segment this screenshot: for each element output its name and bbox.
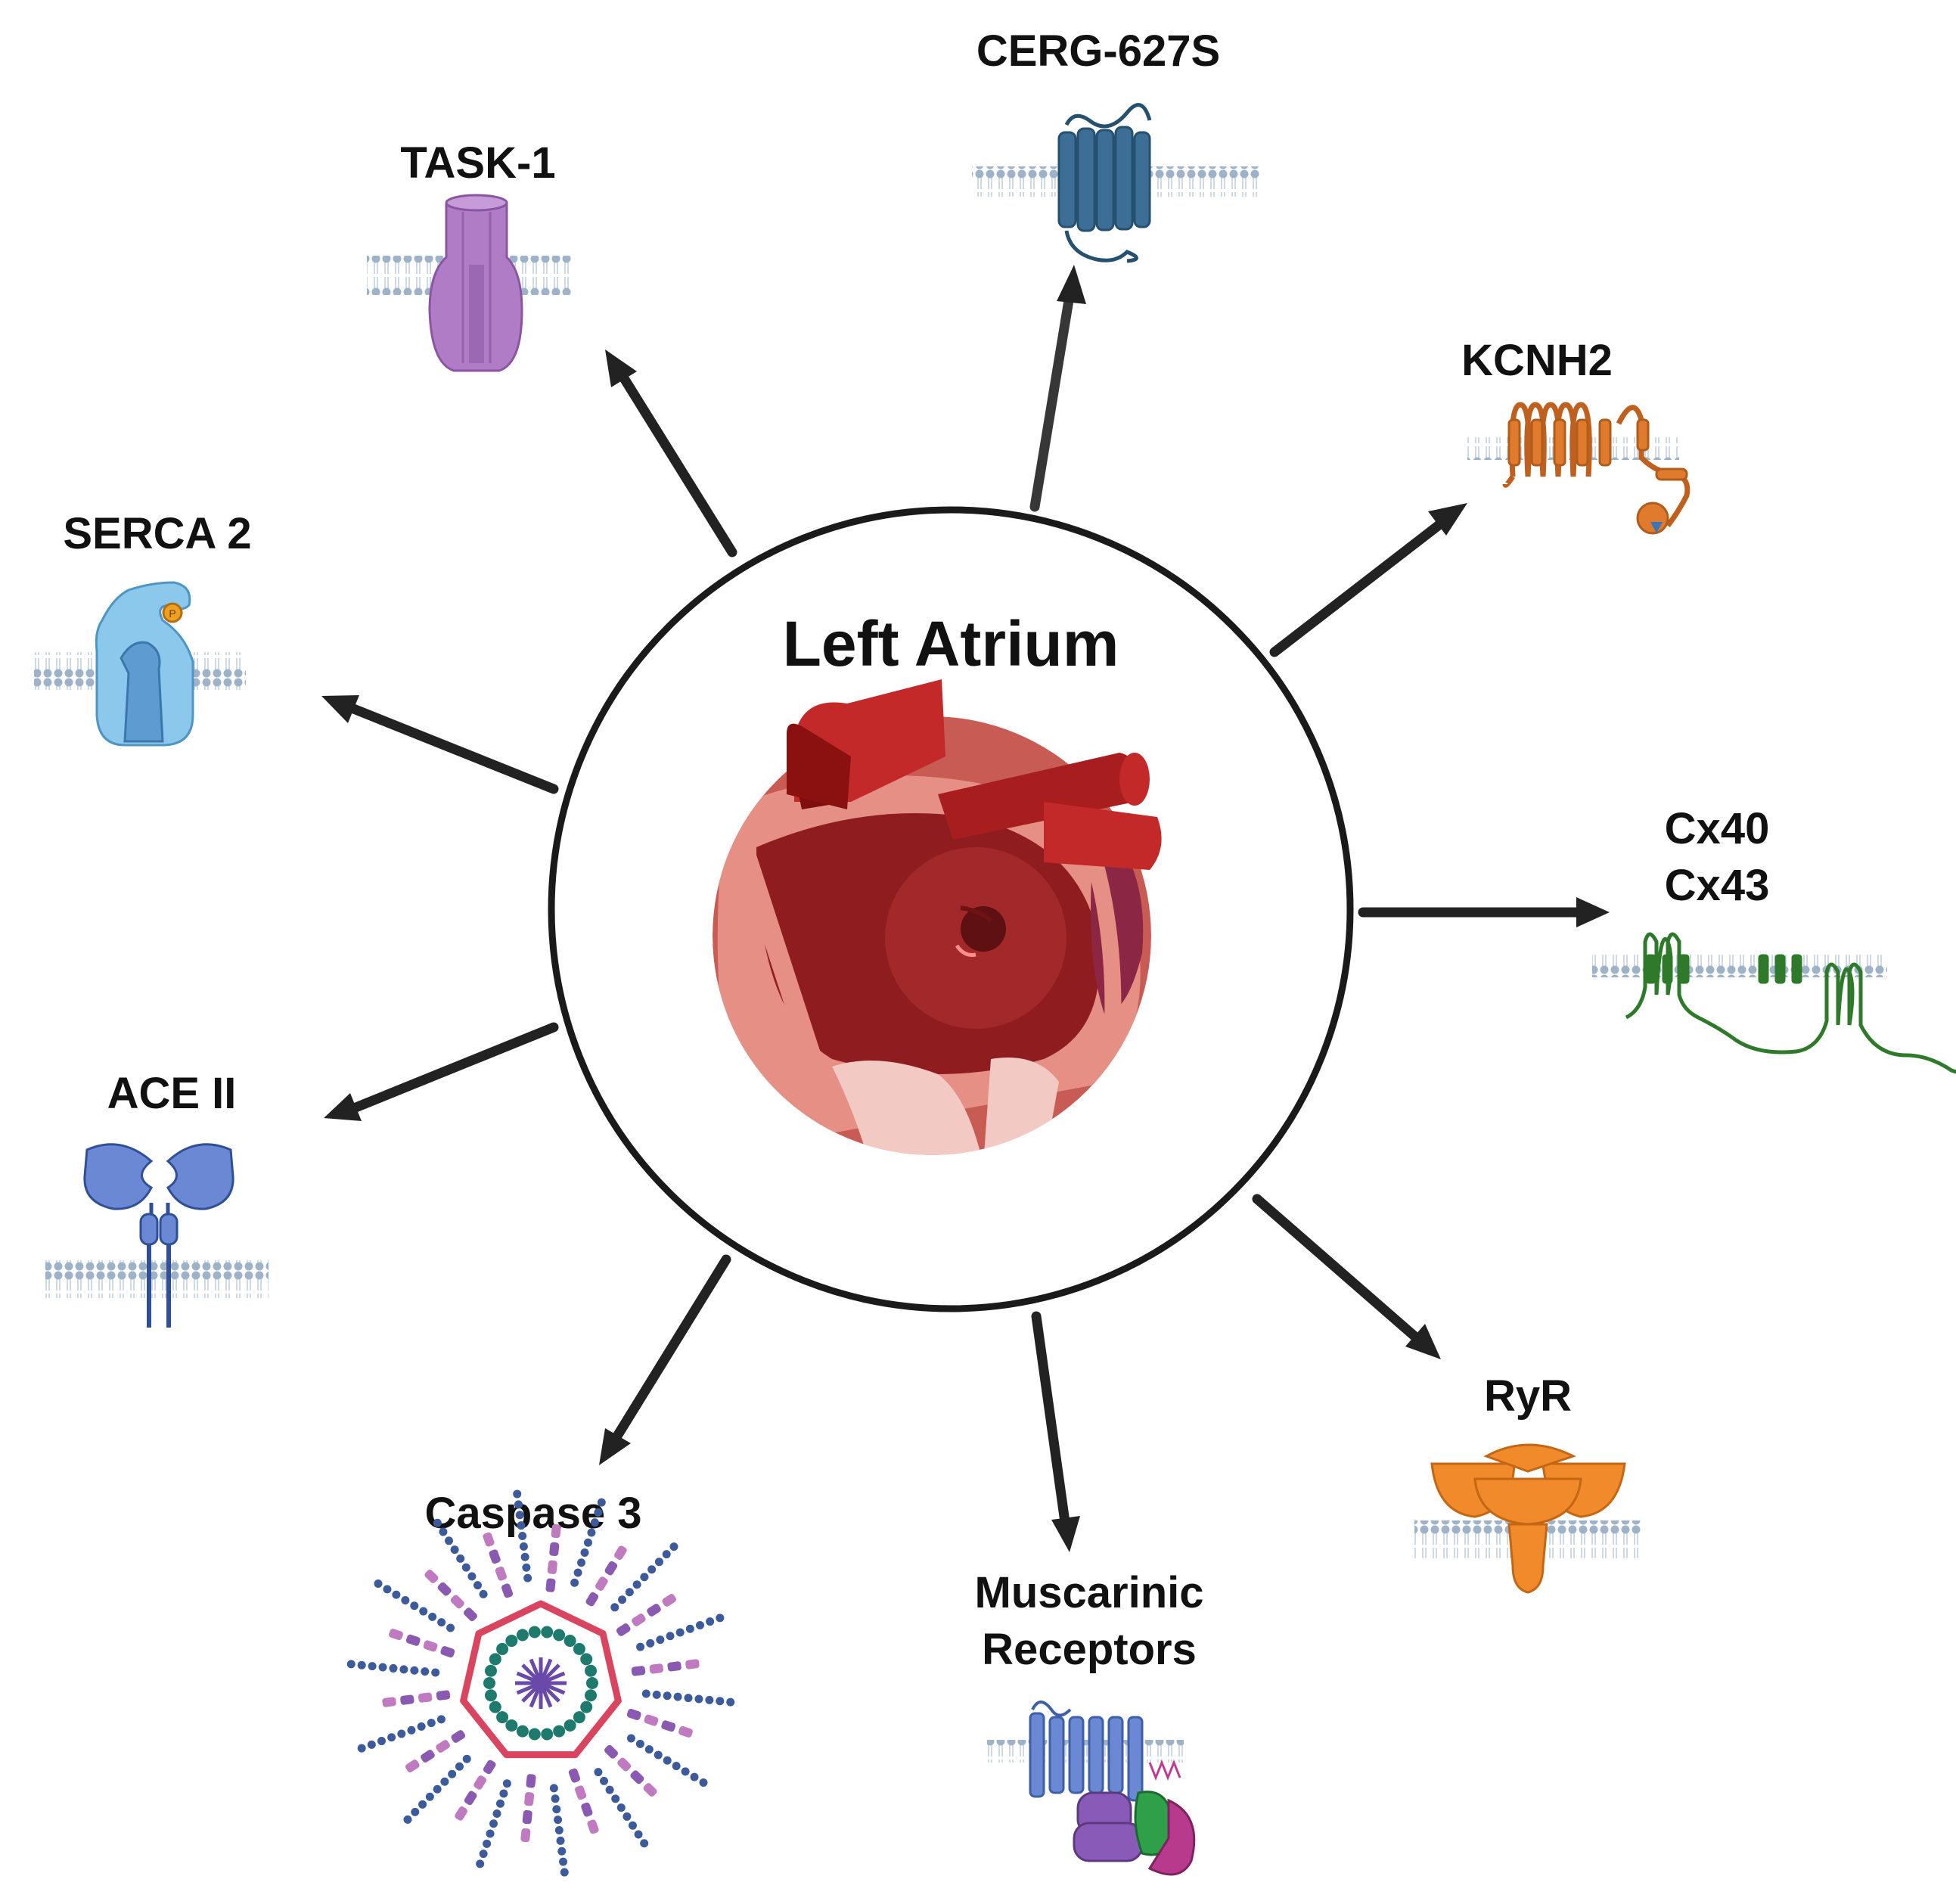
target-label-cx43: Cx43 bbox=[1665, 861, 1770, 910]
target-serca: SERCA 2 P bbox=[34, 509, 252, 747]
target-label-serca: SERCA 2 bbox=[63, 509, 251, 558]
target-connexin: Cx40 Cx43 bbox=[1592, 804, 1956, 1074]
serca-pump-icon: P bbox=[95, 581, 194, 747]
arrow-to-serca bbox=[321, 695, 559, 794]
target-label-muscarinic-2: Receptors bbox=[982, 1625, 1197, 1674]
arrow-to-task bbox=[605, 349, 737, 558]
connexin-icon bbox=[1625, 932, 1956, 1074]
ace2-receptor-icon bbox=[83, 1143, 234, 1328]
arrow-to-ryr bbox=[1252, 1194, 1441, 1359]
target-label-task: TASK-1 bbox=[400, 138, 555, 188]
arrow-to-musc bbox=[1031, 1311, 1080, 1552]
center-node: Left Atrium bbox=[548, 506, 1354, 1312]
svg-text:P: P bbox=[169, 607, 175, 620]
gpcr-channel-icon bbox=[1057, 103, 1152, 263]
target-cerg: CERG-627S bbox=[972, 26, 1259, 263]
target-label-cerg: CERG-627S bbox=[976, 26, 1220, 76]
task1-channel-icon bbox=[428, 194, 523, 372]
arrow-to-cx bbox=[1358, 897, 1610, 927]
apoptosome-icon bbox=[346, 1489, 735, 1877]
target-label-ryr: RyR bbox=[1484, 1371, 1572, 1421]
membrane-bilayer bbox=[987, 1740, 1184, 1763]
potassium-channel-icon bbox=[1502, 402, 1691, 535]
target-ace: ACE II bbox=[45, 1069, 269, 1328]
ryanodine-receptor-icon bbox=[1430, 1443, 1626, 1594]
heart-cross-section-icon bbox=[713, 679, 1162, 1155]
target-muscarinic: Muscarinic Receptors bbox=[975, 1568, 1204, 1876]
target-kcnh2: KCNH2 bbox=[1461, 336, 1691, 535]
arrow-to-cerg bbox=[1029, 265, 1086, 512]
arrow-to-ace bbox=[324, 1022, 559, 1121]
target-label-ace: ACE II bbox=[107, 1069, 237, 1118]
target-task: TASK-1 bbox=[367, 138, 571, 372]
center-title: Left Atrium bbox=[783, 608, 1119, 679]
target-label-caspase: Caspase 3 bbox=[425, 1489, 642, 1538]
muscarinic-receptor-icon bbox=[1029, 1701, 1196, 1876]
target-caspase: Caspase 3 bbox=[346, 1489, 735, 1877]
target-label-muscarinic-1: Muscarinic bbox=[975, 1568, 1204, 1617]
arrow-to-kcnh2 bbox=[1269, 503, 1467, 657]
arrow-to-caspase bbox=[599, 1254, 731, 1465]
target-label-kcnh2: KCNH2 bbox=[1461, 336, 1613, 385]
membrane-bilayer bbox=[45, 1260, 269, 1298]
target-label-cx40: Cx40 bbox=[1665, 804, 1770, 853]
target-ryr: RyR bbox=[1414, 1371, 1641, 1594]
